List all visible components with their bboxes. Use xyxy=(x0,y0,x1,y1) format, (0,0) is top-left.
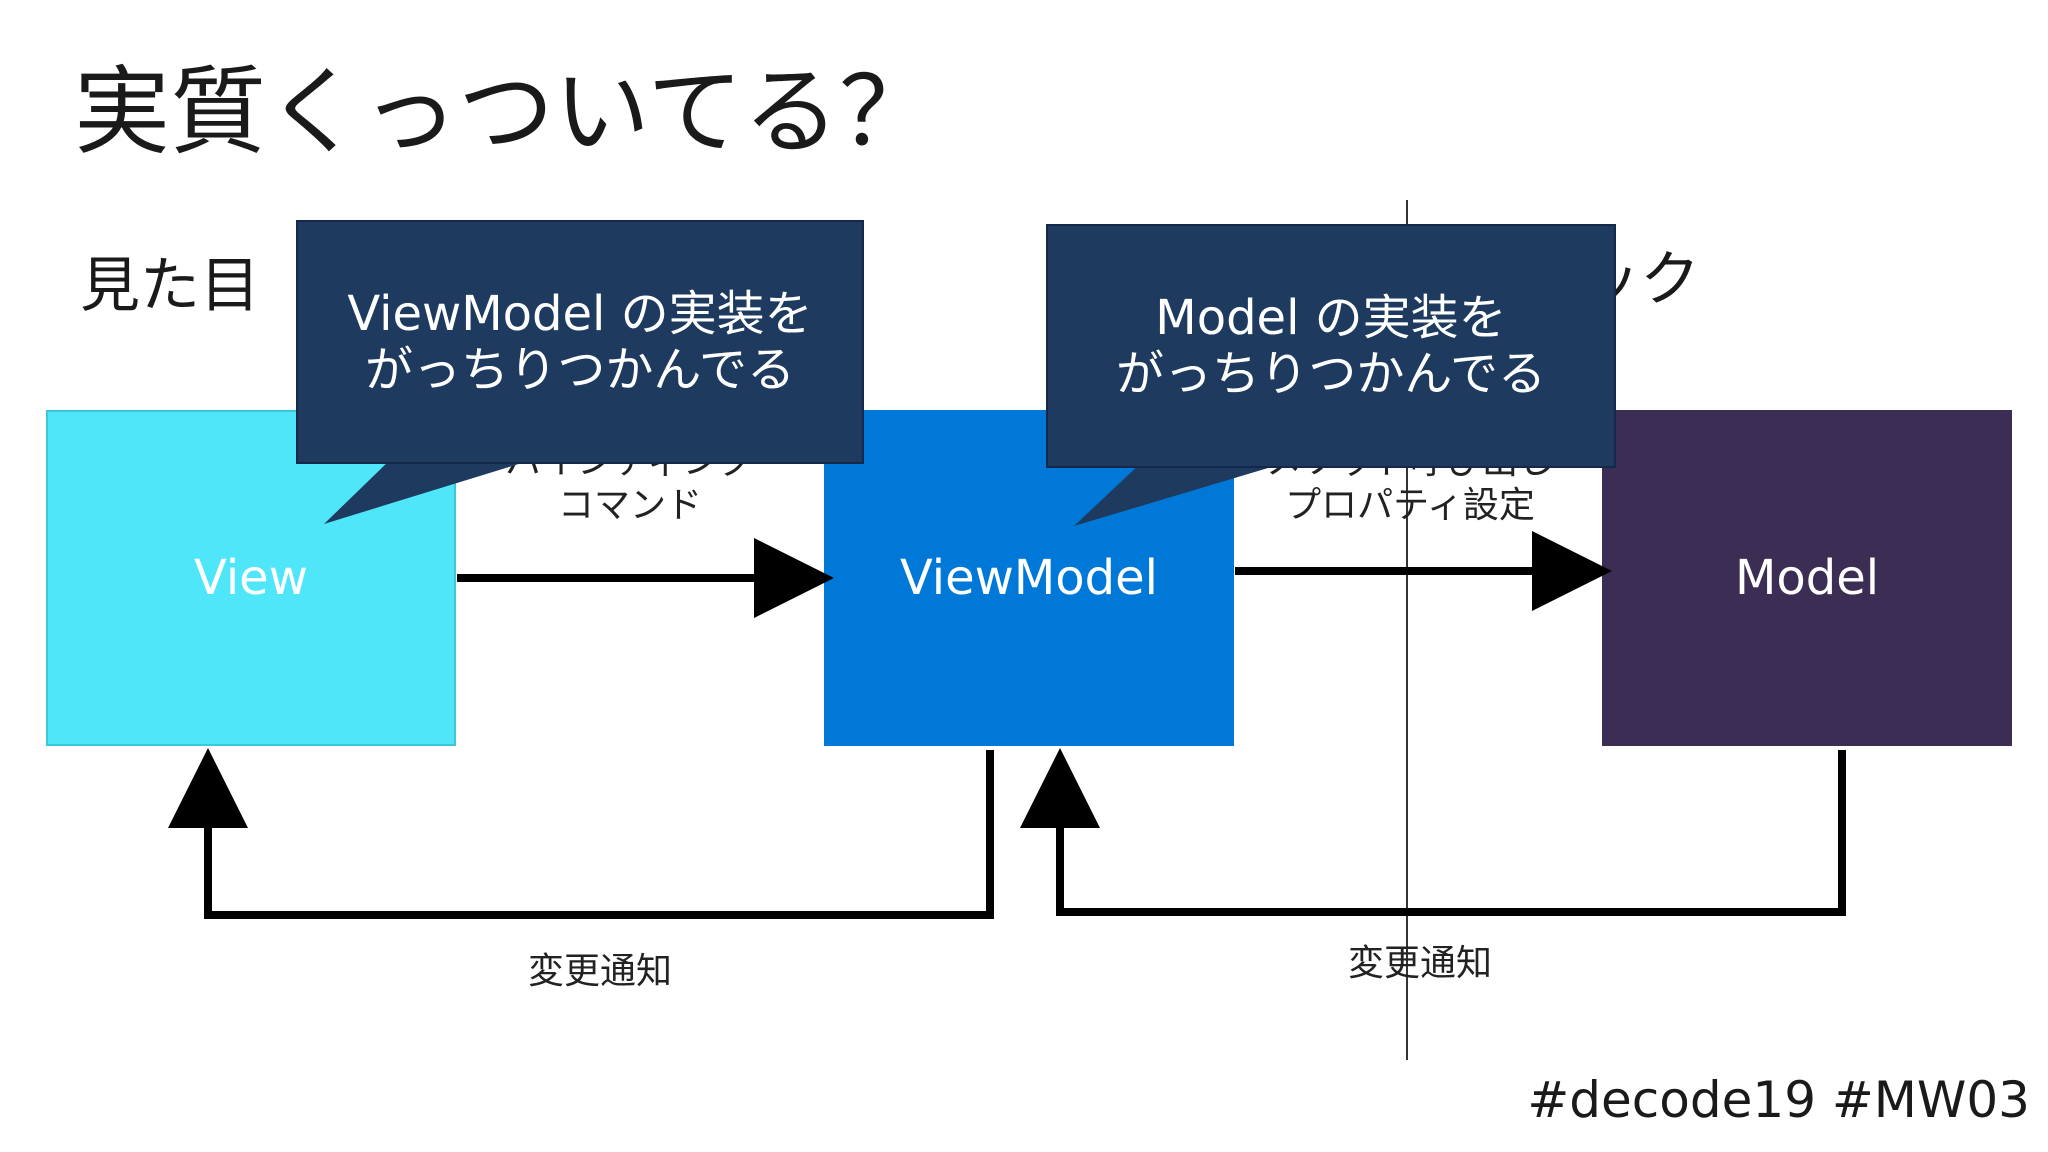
event-hashtag: #decode19 #MW03 xyxy=(1527,1071,2030,1129)
label-change-notification-right: 変更通知 xyxy=(1347,943,1492,984)
vertical-divider xyxy=(1406,200,1408,1060)
label-change-notification-left: 変更通知 xyxy=(527,951,672,992)
slide-title: 実質くっついてる？ xyxy=(74,56,936,168)
label-property-set: プロパティ設定 xyxy=(1285,485,1535,526)
model-box-label: Model xyxy=(1734,550,1880,606)
callout-right-line2: がっちりつかんでる xyxy=(1115,346,1547,402)
callout-left-line1: ViewModel の実装を xyxy=(347,286,813,342)
model-box: Model xyxy=(1602,410,2012,746)
callout-left-line2: がっちりつかんでる xyxy=(364,342,796,398)
callout-tail-right xyxy=(1074,462,1288,526)
arrow-viewmodel-notify-view xyxy=(168,748,994,919)
callout-left: ViewModel の実装を がっちりつかんでる xyxy=(296,220,864,464)
section-heading-appearance: 見た目 xyxy=(80,251,260,321)
callout-tail-left xyxy=(324,458,538,524)
callout-right-line1: Model の実装を xyxy=(1155,290,1507,346)
view-box-label: View xyxy=(194,550,308,606)
callout-right: Model の実装を がっちりつかんでる xyxy=(1046,224,1616,468)
arrow-model-notify-viewmodel xyxy=(1020,748,1846,916)
label-command: コマンド xyxy=(557,485,702,526)
viewmodel-box-label: ViewModel xyxy=(899,550,1159,606)
